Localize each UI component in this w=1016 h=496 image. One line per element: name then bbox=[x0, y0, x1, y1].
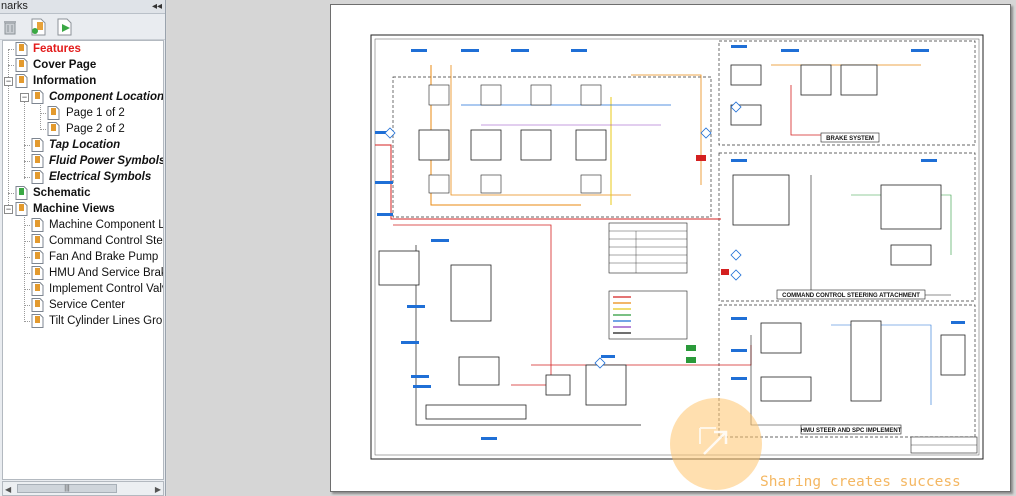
scroll-right-icon[interactable]: ▶ bbox=[154, 485, 161, 494]
steering-title-box bbox=[776, 289, 926, 300]
tree-item-cover-page[interactable]: Cover Page bbox=[3, 57, 163, 73]
tree-item-label: Cover Page bbox=[33, 59, 97, 71]
pdf-page: BRAKE SYSTEM COMMAND CONTROL STEERING AT… bbox=[330, 4, 1011, 492]
watermark-text: Sharing creates success bbox=[760, 474, 961, 490]
brake-system-box bbox=[718, 40, 976, 146]
green-indicator bbox=[686, 357, 696, 363]
steering-attachment-box bbox=[718, 152, 976, 302]
scroll-left-icon[interactable]: ◀ bbox=[5, 485, 12, 494]
watermark-arrow-icon bbox=[699, 427, 728, 455]
tree-item-label: Schematic bbox=[33, 187, 91, 199]
bookmarks-panel-title: narks bbox=[1, 0, 28, 12]
main-valve-box bbox=[392, 76, 712, 218]
steering-attachment-label: COMMAND CONTROL STEERING ATTACHMENT bbox=[782, 293, 920, 299]
new-bookmark-icon[interactable] bbox=[29, 18, 47, 36]
tree-item-implement-control[interactable]: Implement Control Valv bbox=[3, 281, 163, 297]
tree-item-electrical-symbols[interactable]: Electrical Symbols bbox=[3, 169, 163, 185]
tree-item-label: Page 2 of 2 bbox=[66, 123, 125, 135]
callout-tags bbox=[375, 45, 965, 440]
bookmark-icon bbox=[15, 74, 28, 88]
bookmarks-panel-header: narks ◂◂ bbox=[0, 0, 165, 14]
bookmark-options-icon[interactable] bbox=[56, 18, 74, 36]
bookmark-icon bbox=[47, 122, 60, 136]
tree-item-tap-location[interactable]: Tap Location bbox=[3, 137, 163, 153]
collapse-toggle-icon[interactable]: − bbox=[4, 204, 13, 214]
tree-item-label: Machine Views bbox=[33, 203, 115, 215]
red-indicator bbox=[696, 155, 706, 161]
brake-system-title-box bbox=[820, 132, 880, 143]
tree-item-label: Electrical Symbols bbox=[49, 171, 152, 183]
scrollbar-thumb[interactable]: ||| bbox=[17, 484, 117, 493]
bookmark-green-icon bbox=[15, 186, 28, 200]
collapse-panel-icon[interactable]: ◂◂ bbox=[151, 1, 162, 12]
tree-item-label: Information bbox=[33, 75, 97, 87]
tree-item-page-2[interactable]: Page 2 of 2 bbox=[3, 121, 163, 137]
bookmarks-toolbar bbox=[0, 14, 165, 40]
bookmark-icon bbox=[31, 234, 44, 248]
tree-connector bbox=[24, 97, 25, 179]
bookmark-icon bbox=[31, 298, 44, 312]
tree-connector bbox=[8, 49, 9, 211]
tree-item-features[interactable]: Features bbox=[3, 41, 163, 57]
valve-blocks bbox=[378, 64, 966, 420]
tree-item-service-center[interactable]: Service Center bbox=[3, 297, 163, 313]
bookmarks-panel: narks ◂◂ bbox=[0, 0, 166, 496]
bookmark-icon bbox=[31, 314, 44, 328]
bookmark-icon bbox=[31, 266, 44, 280]
hmu-title-box bbox=[800, 424, 902, 435]
tree-item-label: Machine Component Lo bbox=[49, 219, 164, 231]
tree-connector bbox=[24, 217, 25, 322]
bookmark-icon bbox=[31, 282, 44, 296]
tree-item-label: Component Location bbox=[49, 91, 164, 103]
bookmark-icon bbox=[47, 106, 60, 120]
horizontal-scrollbar[interactable]: ◀ ||| ▶ bbox=[2, 481, 164, 496]
bookmark-icon bbox=[31, 218, 44, 232]
bookmark-tree: Features Cover Page − Information − Comp… bbox=[2, 40, 164, 480]
tree-connector bbox=[40, 105, 41, 130]
delete-bookmark-icon[interactable] bbox=[1, 18, 19, 36]
tree-item-label: Tilt Cylinder Lines Group bbox=[49, 315, 164, 327]
bookmark-icon bbox=[31, 90, 44, 104]
tree-item-schematic[interactable]: Schematic bbox=[3, 185, 163, 201]
brake-system-label: BRAKE SYSTEM bbox=[826, 136, 874, 142]
bookmark-icon bbox=[31, 250, 44, 264]
bookmark-icon bbox=[15, 42, 28, 56]
hydraulic-schematic: BRAKE SYSTEM COMMAND CONTROL STEERING AT… bbox=[370, 34, 984, 460]
bookmark-icon bbox=[31, 154, 44, 168]
tree-item-page-1[interactable]: Page 1 of 2 bbox=[3, 105, 163, 121]
tree-item-label: Command Control Stee bbox=[49, 235, 164, 247]
tree-item-machine-component[interactable]: Machine Component Lo bbox=[3, 217, 163, 233]
tree-item-hmu-service-brake[interactable]: HMU And Service Brake bbox=[3, 265, 163, 281]
legend-tables bbox=[608, 222, 688, 340]
document-viewer[interactable]: BRAKE SYSTEM COMMAND CONTROL STEERING AT… bbox=[167, 0, 1016, 496]
tree-item-label: Fan And Brake Pump bbox=[49, 251, 159, 263]
tree-item-label: Page 1 of 2 bbox=[66, 107, 125, 119]
hmu-implement-label: HMU STEER AND SPC IMPLEMENT bbox=[801, 428, 902, 434]
watermark-logo bbox=[670, 398, 762, 490]
collapse-toggle-icon[interactable]: − bbox=[20, 92, 29, 102]
tree-item-tilt-cylinder[interactable]: Tilt Cylinder Lines Group bbox=[3, 313, 163, 329]
tree-item-information[interactable]: − Information bbox=[3, 73, 163, 89]
green-indicator bbox=[686, 345, 696, 351]
tree-item-label: Features bbox=[33, 43, 81, 55]
test-port-diamonds bbox=[384, 101, 742, 369]
tree-item-label: Implement Control Valv bbox=[49, 283, 164, 295]
tree-item-fluid-power-symbols[interactable]: Fluid Power Symbols bbox=[3, 153, 163, 169]
tree-item-component-location[interactable]: − Component Location bbox=[3, 89, 163, 105]
tree-item-label: Tap Location bbox=[49, 139, 121, 151]
bookmark-icon bbox=[15, 58, 28, 72]
tree-item-label: Fluid Power Symbols bbox=[49, 155, 164, 167]
hmu-implement-box bbox=[718, 304, 976, 438]
tree-item-label: HMU And Service Brake bbox=[49, 267, 164, 279]
bookmark-icon bbox=[31, 170, 44, 184]
tree-item-command-control[interactable]: Command Control Stee bbox=[3, 233, 163, 249]
bookmark-icon bbox=[31, 138, 44, 152]
bookmark-icon bbox=[15, 202, 28, 216]
tree-item-fan-brake-pump[interactable]: Fan And Brake Pump bbox=[3, 249, 163, 265]
tree-item-machine-views[interactable]: − Machine Views bbox=[3, 201, 163, 217]
red-indicator bbox=[721, 269, 729, 275]
collapse-toggle-icon[interactable]: − bbox=[4, 76, 13, 86]
tree-item-label: Service Center bbox=[49, 299, 126, 311]
